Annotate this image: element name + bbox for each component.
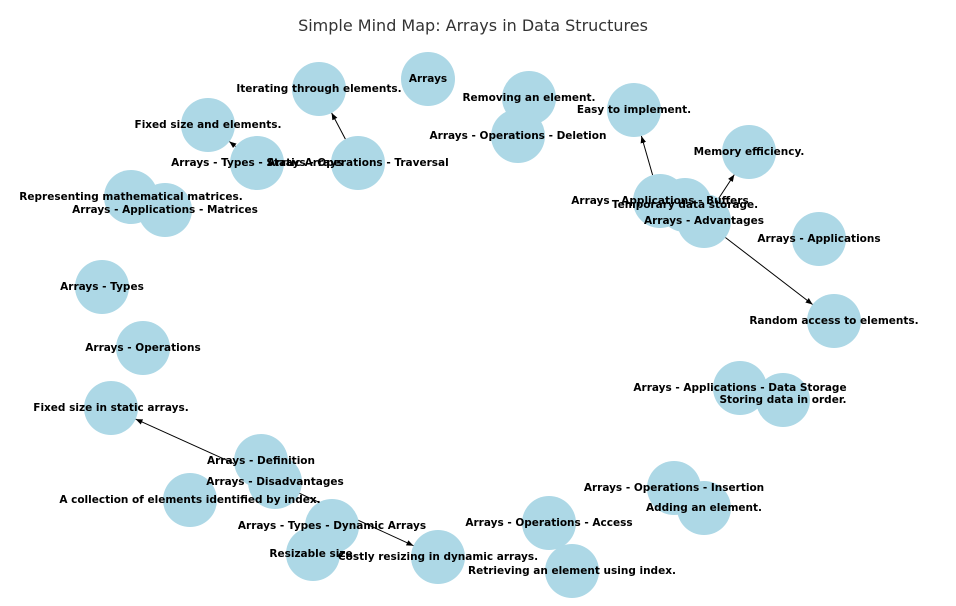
node-circle-n7 (230, 136, 284, 190)
node-circle-n24 (163, 473, 217, 527)
node-circle-n2 (292, 62, 346, 116)
node-circle-n1 (401, 52, 455, 106)
node-label-n8: Arrays - Operations - Traversal (267, 157, 448, 169)
node-label-n7: Arrays - Types - Static Arrays (171, 157, 343, 169)
edges-layer (135, 112, 813, 547)
diagram-title: Simple Mind Map: Arrays in Data Structur… (298, 16, 648, 35)
node-label-n19: Arrays - Applications - Data Storage (633, 382, 846, 394)
node-circle-n8 (331, 136, 385, 190)
node-circle-n31 (545, 544, 599, 598)
node-label-n29: Resizable size. (269, 548, 356, 560)
edge-n8-n2 (331, 112, 346, 140)
node-label-n28: Arrays - Operations - Access (465, 517, 632, 529)
node-label-n10: Representing mathematical matrices. (19, 191, 242, 203)
node-label-n31: Retrieving an element using index. (468, 565, 676, 577)
node-label-n13: Temporary data storage. (612, 199, 758, 211)
node-circle-n11 (138, 183, 192, 237)
node-circle-n20 (756, 373, 810, 427)
node-circle-n4 (607, 83, 661, 137)
nodes-layer (75, 52, 861, 598)
node-circle-n19 (713, 361, 767, 415)
node-label-n26: Adding an element. (646, 502, 762, 514)
node-label-n11: Arrays - Applications - Matrices (72, 204, 258, 216)
node-label-n17: Random access to elements. (749, 315, 918, 327)
node-label-n1: Arrays (409, 73, 447, 85)
node-label-n6: Fixed size and elements. (135, 119, 282, 131)
node-circle-n15 (792, 212, 846, 266)
edge-n14-n17 (725, 237, 813, 305)
node-label-n24: A collection of elements identified by i… (59, 494, 320, 506)
node-label-n18: Arrays - Operations (85, 342, 200, 354)
node-circle-n17 (807, 294, 861, 348)
node-label-n16: Arrays - Types (60, 281, 144, 293)
node-circle-n29 (286, 527, 340, 581)
node-label-n20: Storing data in order. (719, 394, 846, 406)
node-circle-n18 (116, 321, 170, 375)
node-circle-n16 (75, 260, 129, 314)
node-label-n25: Arrays - Operations - Insertion (584, 482, 764, 494)
node-label-n23: Arrays - Disadvantages (206, 476, 344, 488)
node-label-n4: Easy to implement. (577, 104, 691, 116)
node-label-n3: Removing an element. (462, 92, 595, 104)
node-circle-n28 (522, 496, 576, 550)
node-circle-n26 (677, 481, 731, 535)
node-circle-n21 (84, 381, 138, 435)
node-circle-n9 (722, 125, 776, 179)
node-label-n15: Arrays - Applications (757, 233, 880, 245)
edge-n14-n9 (718, 174, 735, 199)
node-label-n30: Costly resizing in dynamic arrays. (338, 551, 538, 563)
node-circle-n23 (248, 455, 302, 509)
node-circle-n30 (411, 530, 465, 584)
node-label-n14: Arrays - Advantages (644, 215, 764, 227)
node-label-n5: Arrays - Operations - Deletion (430, 130, 607, 142)
node-circle-n5 (491, 109, 545, 163)
edge-n7-n6 (228, 141, 237, 149)
node-label-n2: Iterating through elements. (236, 83, 401, 95)
node-label-n9: Memory efficiency. (694, 146, 805, 158)
edge-n23-n21 (135, 418, 251, 472)
edge-n12-n4 (640, 135, 654, 176)
node-label-n27: Arrays - Types - Dynamic Arrays (238, 520, 426, 532)
node-label-n21: Fixed size in static arrays. (33, 402, 188, 414)
node-circle-n14 (677, 194, 731, 248)
node-label-n12: Arrays - Applications - Buffers (571, 195, 748, 207)
node-circle-n6 (181, 98, 235, 152)
node-label-n22: Arrays - Definition (207, 455, 315, 467)
